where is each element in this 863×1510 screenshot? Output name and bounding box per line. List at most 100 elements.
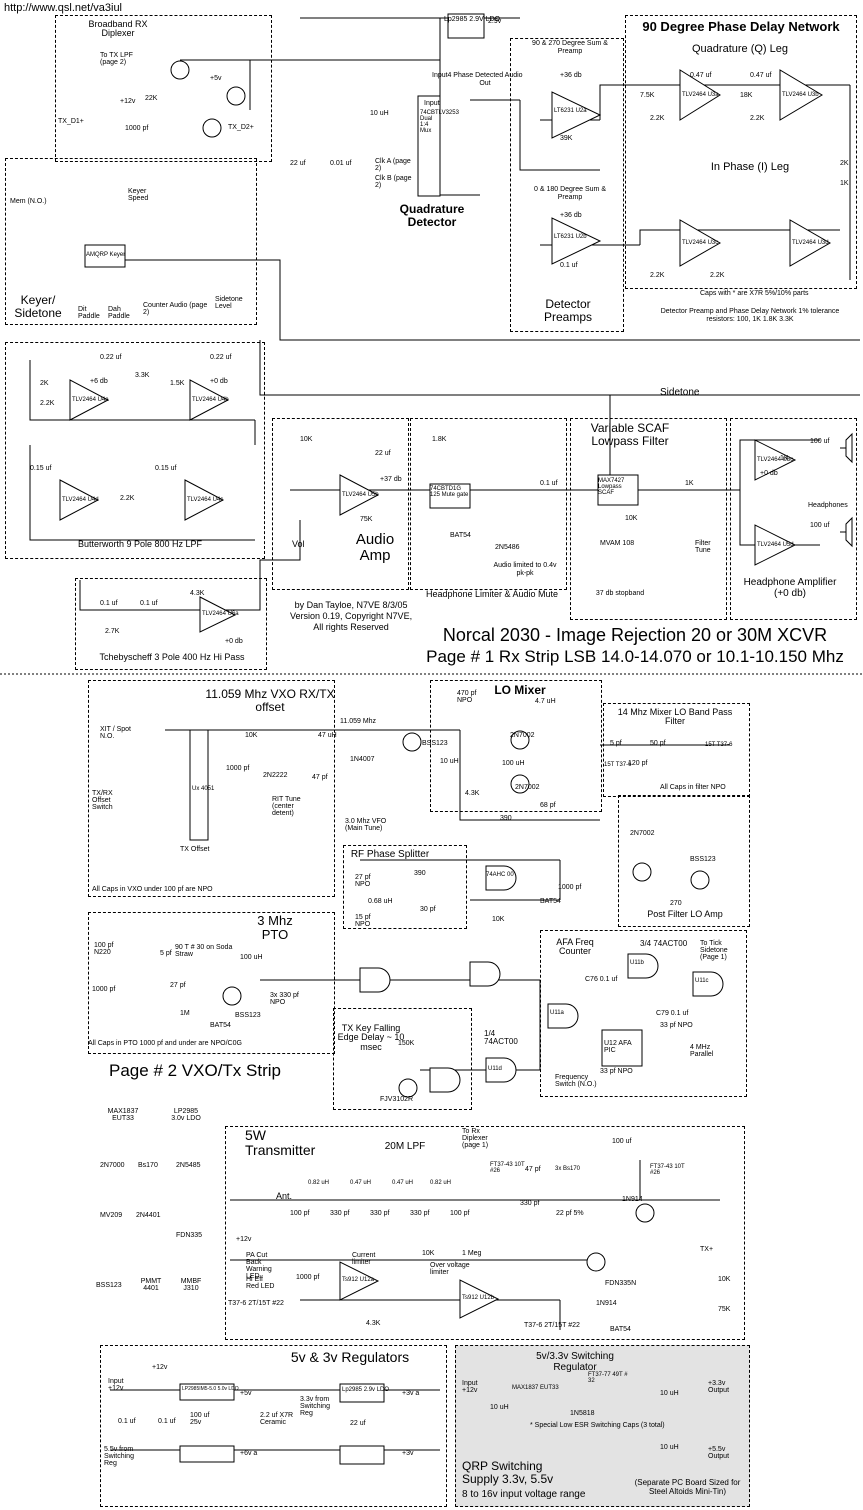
part-330pf-lpf3: 330 pf xyxy=(410,1210,430,1217)
switching-reg-box xyxy=(455,1345,750,1507)
pkg-fdn335: FDN335 xyxy=(176,1232,203,1239)
part-6va-tx: +12v xyxy=(236,1236,252,1243)
pkg-2n7000: 2N7000 xyxy=(100,1162,125,1169)
hp-limiter-box xyxy=(410,418,567,590)
scaf-box xyxy=(570,418,727,620)
hp-amp-box xyxy=(730,418,857,620)
keyer-box xyxy=(5,158,257,325)
qrp-note: (Separate PC Board Sized for Steel Altoi… xyxy=(634,1478,741,1497)
dit-paddle-label[interactable]: Dit Paddle xyxy=(78,306,100,320)
u11a-label: U11a xyxy=(550,1010,564,1016)
mem-switch-label[interactable]: Mem (N.O.) xyxy=(10,198,47,205)
hp-amp-title: Headphone Amplifier (+0 db) xyxy=(743,577,837,599)
part-33k-q: 2.2K xyxy=(650,115,665,122)
rail-5v-rx: +5v xyxy=(210,75,222,82)
bpf-title: 14 Mhz Mixer LO Band Pass Filter xyxy=(617,707,733,727)
filter-tune-label[interactable]: Filter Tune xyxy=(695,540,711,554)
part-2n2222-b: 2N7002 xyxy=(515,784,540,791)
part-75k-amp: 75K xyxy=(360,516,373,523)
afa-title: AFA Freq Counter xyxy=(556,937,594,957)
u3d-label: TLV2464 U3d xyxy=(792,240,829,246)
part-ft37-43: FT37-43 10T #26 xyxy=(490,1162,525,1174)
u2a-label: LT6231 U2a xyxy=(554,108,587,114)
u3b-label: TLV2464 U3b xyxy=(782,92,819,98)
part-c76: C76 0.1 uf xyxy=(585,976,618,983)
part-22k-bw: 2.2K xyxy=(120,495,135,502)
dah-paddle-label[interactable]: Dah Paddle xyxy=(108,306,130,320)
qrp-switching-title: QRP Switching Supply 3.3v, 5.5v xyxy=(462,1459,554,1486)
clk-a-label: Clk A (page 2) xyxy=(375,158,411,172)
act00-label: 3/4 74ACT00 xyxy=(640,939,688,948)
part-01uf-mute: 0.1 uf xyxy=(540,480,558,487)
gain-37db: +37 db xyxy=(380,476,402,483)
u12b-label: Ts912 U12b xyxy=(462,1295,495,1301)
credit-line-1: by Dan Tayloe, N7VE 8/3/05 xyxy=(294,600,408,610)
sum-270-note: 90 & 270 Degree Sum & Preamp xyxy=(532,40,608,56)
part-100uh: 100 uH xyxy=(502,760,525,767)
keyer-speed-label[interactable]: Keyer Speed xyxy=(128,188,149,202)
part-6va-reg: +6v a xyxy=(240,1450,258,1457)
gain-36db-a: +36 db xyxy=(560,72,582,79)
part-1000pf-vxo: 1000 pf xyxy=(226,765,250,772)
lo-mixer-title: LO Mixer xyxy=(494,683,546,697)
part-390-split: 390 xyxy=(414,870,426,877)
regulators-box xyxy=(100,1345,447,1507)
xit-spot-label[interactable]: XIT / Spot N.O. xyxy=(100,726,131,740)
u4b-label: TLV2464 U4b xyxy=(192,397,229,403)
part-fjv3102r: T37-6 2T/15T #22 xyxy=(228,1300,284,1307)
hp-limiter-title: Headphone Limiter & Audio Mute xyxy=(425,589,559,599)
pkg-lp2985: LP2985 3.0v LDO xyxy=(171,1108,201,1122)
part-47pf-tx: 47 pf xyxy=(525,1166,541,1173)
part-330pf-pto: 3x 330 pf NPO xyxy=(270,992,299,1006)
part-1k-a: 1K xyxy=(840,180,849,187)
part-t37-bpf: 15T T37-6 xyxy=(604,762,632,768)
sidetone-level-label[interactable]: Sidetone Level xyxy=(215,296,243,310)
part-01uf-reg2: 0.1 uf xyxy=(158,1418,176,1425)
vxo-box xyxy=(88,680,335,897)
tx-offset-label[interactable]: TX Offset xyxy=(180,846,210,853)
tx-key-box xyxy=(333,1008,472,1110)
txrx-switch-label[interactable]: TX/RX Offset Switch xyxy=(92,790,113,811)
gain-36db-b: +36 db xyxy=(560,212,582,219)
part-5pf-pto: 5 pf xyxy=(160,950,172,957)
part-input-12v-sw: Input +12v xyxy=(462,1380,478,1394)
low-esr-note: * Special Low ESR Switching Caps (3 tota… xyxy=(530,1422,665,1429)
to-tx-lpf-label: To TX LPF (page 2) xyxy=(100,52,133,66)
part-16k-mix: 4.3K xyxy=(465,790,480,797)
part-55v-from: 5.5v from Switching Reg xyxy=(104,1446,134,1467)
part-47k-split: 10K xyxy=(492,916,505,923)
part-330pf-tx: 330 pf xyxy=(520,1200,540,1207)
part-16k-tx: 4.3K xyxy=(366,1320,381,1327)
part-12v-reg: +12v xyxy=(152,1364,168,1371)
part-18k-bw: 1.5K xyxy=(170,380,185,387)
part-2n5486-pto: BSS123 xyxy=(235,1012,261,1019)
part-16k: 4.3K xyxy=(190,590,205,597)
part-1n914-split: BAT54 xyxy=(540,898,561,905)
quadrature-detector-title: Quadrature Detector xyxy=(399,202,465,229)
pkg-max1837: MAX1837 EUT33 xyxy=(107,1108,139,1122)
part-15k-bw: 3.3K xyxy=(135,372,150,379)
freq-switch-label[interactable]: Frequency Switch (N.O.) xyxy=(555,1074,597,1088)
volume-label[interactable]: Vol xyxy=(292,539,305,549)
antenna-label: Ant. xyxy=(276,1191,293,1201)
part-2k-a: 2K xyxy=(840,160,849,167)
part-2k-bw: 2K xyxy=(40,380,49,387)
pto-box xyxy=(88,912,335,1054)
part-1meg-vxo: 1N4007 xyxy=(350,756,375,763)
max1837-label: MAX1837 EUT33 xyxy=(512,1385,559,1391)
part-47uh-vxo: 10 uH xyxy=(440,758,459,765)
gain-0db-hp: +0 db xyxy=(760,470,778,477)
rit-tune-label[interactable]: RIT Tune (center detent) xyxy=(272,796,301,817)
audio-amp-title: Audio Amp xyxy=(355,531,395,564)
page1-title-line1: Norcal 2030 - Image Rejection 20 or 30M … xyxy=(442,625,828,645)
part-51k: 7.5K xyxy=(640,92,655,99)
pkg-2n5485: 2N5485 xyxy=(176,1162,201,1169)
main-tune-note: 3.0 Mhz VFO (Main Tune) xyxy=(345,818,387,832)
part-18k-tx: 1 Meg xyxy=(462,1250,482,1257)
part-068uh-2: 0.82 uH xyxy=(430,1180,452,1186)
part-tx-plus: TX+ xyxy=(700,1246,714,1253)
source-url[interactable]: http://www.qsl.net/va3iul xyxy=(4,2,123,14)
part-022uf-bw: 0.22 uf xyxy=(100,354,122,361)
ux-label: Ux 4051 xyxy=(192,786,215,792)
part-5v-reg: +5v xyxy=(240,1390,252,1397)
